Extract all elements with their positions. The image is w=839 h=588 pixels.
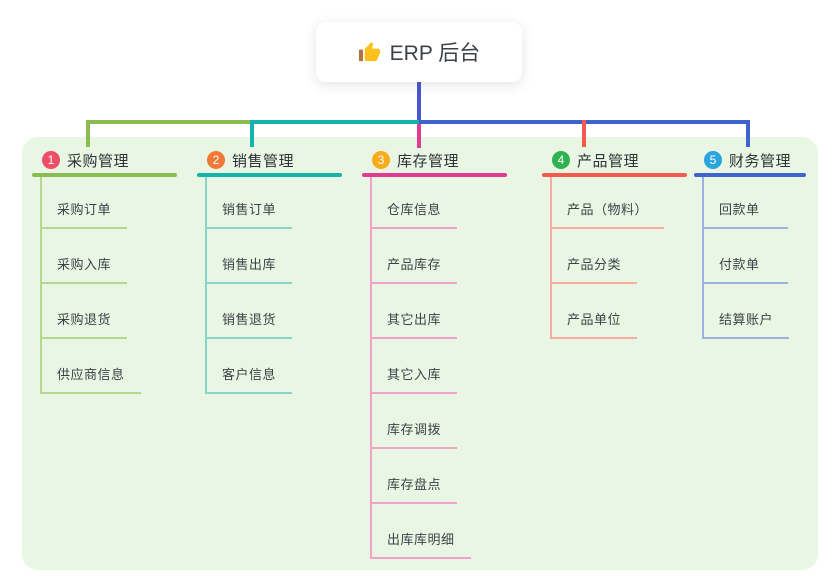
root-node-label: ERP 后台 [389,42,481,65]
child-node-label: 库存盘点 [387,477,442,492]
branch-children: 采购订单采购入库采购退货供应商信息 [40,174,141,394]
branch-underline [362,173,507,177]
branch-2: 2 销售管理销售订单销售出库销售退货客户信息 [197,150,342,394]
branch-1: 1 采购管理采购订单采购入库采购退货供应商信息 [32,150,177,394]
thumbs-up-icon [358,41,380,61]
child-node-label: 其它出库 [387,312,442,327]
connector-branch3-drop [417,124,421,148]
root-node[interactable]: ERP 后台 [316,22,522,82]
branch-children: 回款单付款单结算账户 [702,174,790,339]
child-node[interactable]: 销售出库 [205,229,293,284]
child-node[interactable]: 采购订单 [40,174,128,229]
child-node-label: 采购订单 [57,202,112,217]
connector-branch2-drop [250,120,254,147]
child-node-label: 销售出库 [222,257,277,272]
child-node[interactable]: 产品（物料） [550,174,665,229]
branch-title-row[interactable]: 1 采购管理 [32,150,129,170]
branch-child-connector [40,177,42,394]
child-node-label: 销售订单 [222,202,277,217]
branch-number-badge: 5 [704,151,722,169]
connector-branch2-horizontal [250,120,419,124]
branch-children: 销售订单销售出库销售退货客户信息 [205,174,293,394]
child-node[interactable]: 供应商信息 [40,339,141,394]
child-node[interactable]: 产品库存 [370,229,458,284]
child-node-label: 结算账户 [719,312,774,327]
child-node[interactable]: 回款单 [702,174,788,229]
branch-title-row[interactable]: 2 销售管理 [197,150,294,170]
connector-branch5-drop [746,120,750,147]
child-node-label: 供应商信息 [57,367,125,382]
branch-underline [694,173,806,177]
branch-title-row[interactable]: 4 产品管理 [542,150,639,170]
child-node[interactable]: 销售订单 [205,174,293,229]
branch-title-row[interactable]: 5 财务管理 [694,150,791,170]
branch-children: 产品（物料） 产品分类产品单位 [550,174,665,339]
child-node[interactable]: 销售退货 [205,284,293,339]
child-node[interactable]: 产品单位 [550,284,638,339]
branch-child-connector [702,177,704,339]
child-node[interactable]: 采购退货 [40,284,128,339]
branch-5: 5 财务管理回款单付款单结算账户 [694,150,806,339]
child-node-label: 产品单位 [567,312,622,327]
child-node-label: 仓库信息 [387,202,442,217]
branches-panel [22,137,818,570]
child-node-label: 客户信息 [222,367,277,382]
branch-3: 3 库存管理仓库信息产品库存其它出库其它入库库存调拨库存盘点出库库明细 [362,150,507,559]
child-node-label: 产品库存 [387,257,442,272]
child-node[interactable]: 客户信息 [205,339,293,394]
branch-title: 财务管理 [729,152,792,170]
branch-4: 4 产品管理产品（物料） 产品分类产品单位 [542,150,687,339]
branch-number-badge: 1 [42,151,60,169]
branch-title: 销售管理 [232,152,295,170]
child-node[interactable]: 仓库信息 [370,174,458,229]
branch-title: 库存管理 [397,152,460,170]
child-node-label: 回款单 [719,202,760,217]
child-node[interactable]: 其它入库 [370,339,458,394]
connector-branch4-drop [582,120,586,147]
branch-children: 仓库信息产品库存其它出库其它入库库存调拨库存盘点出库库明细 [370,174,471,559]
child-node[interactable]: 结算账户 [702,284,790,339]
child-node-label: 采购入库 [57,257,112,272]
child-node-label: 库存调拨 [387,422,442,437]
child-node-label: 销售退货 [222,312,277,327]
child-node-label: 出库库明细 [387,532,455,547]
branch-underline [197,173,342,177]
child-node[interactable]: 付款单 [702,229,788,284]
child-node-label: 采购退货 [57,312,112,327]
child-node-label: 付款单 [719,257,760,272]
child-node[interactable]: 产品分类 [550,229,638,284]
child-node-label: 其它入库 [387,367,442,382]
child-node[interactable]: 出库库明细 [370,504,471,559]
child-node[interactable]: 其它出库 [370,284,458,339]
branch-title: 产品管理 [577,152,640,170]
branch-child-connector [550,177,552,339]
child-node-label: 产品分类 [567,257,622,272]
branch-number-badge: 2 [207,151,225,169]
branch-number-badge: 4 [552,151,570,169]
child-node[interactable]: 库存盘点 [370,449,458,504]
child-node[interactable]: 采购入库 [40,229,128,284]
branch-child-connector [205,177,207,394]
branch-title: 采购管理 [67,152,130,170]
connector-branch1-drop [86,120,90,147]
branch-title-row[interactable]: 3 库存管理 [362,150,459,170]
branch-number-badge: 3 [372,151,390,169]
child-node-label: 产品（物料） [567,202,649,217]
branch-underline [32,173,177,177]
branch-child-connector [370,177,372,559]
branch-underline [542,173,687,177]
connector-branch1-horizontal [86,120,254,124]
connector-root-stem [417,82,421,124]
child-node[interactable]: 库存调拨 [370,394,458,449]
